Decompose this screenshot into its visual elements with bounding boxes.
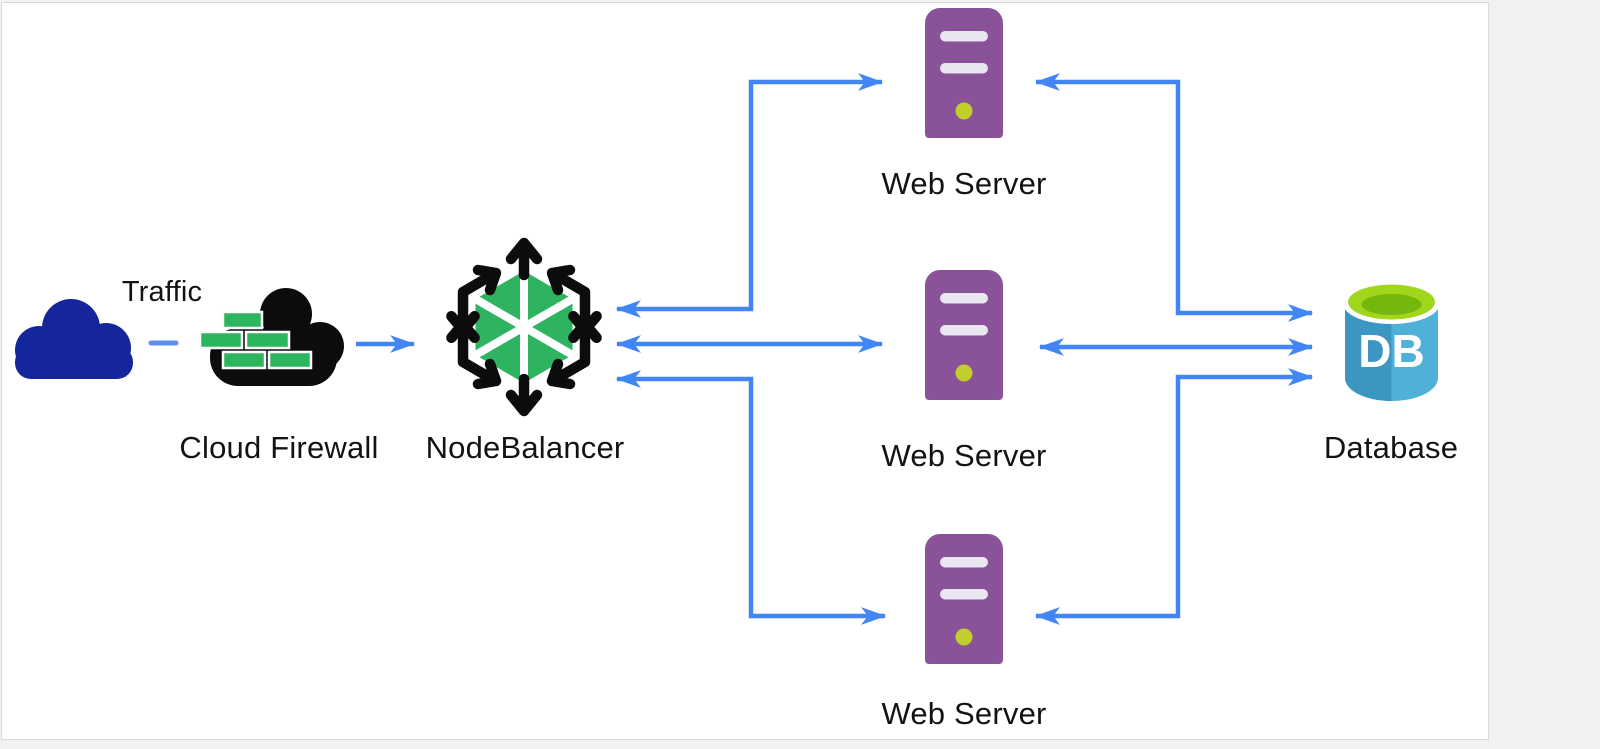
server-icon (925, 8, 1003, 138)
traffic-node (8, 288, 140, 385)
nodebalancer-icon (444, 237, 604, 417)
traffic-label: Traffic (121, 276, 203, 308)
firewall-node (198, 286, 348, 397)
db-badge: DB (1358, 325, 1424, 377)
webserver2-node (925, 270, 1003, 405)
nodebalancer-label: NodeBalancer (425, 430, 625, 465)
webserver2-label: Web Server (881, 438, 1047, 473)
database-label: Database (1323, 430, 1459, 465)
webserver1-label: Web Server (881, 166, 1047, 201)
server-icon (925, 270, 1003, 400)
webserver1-node (925, 8, 1003, 143)
nodebalancer-node (444, 237, 604, 422)
firewall-icon (198, 288, 344, 386)
database-node: DB (1340, 280, 1443, 412)
webserver3-label: Web Server (881, 696, 1047, 731)
server-icon (925, 534, 1003, 664)
webserver3-node (925, 534, 1003, 669)
database-icon: DB (1343, 284, 1440, 401)
traffic-cloud-icon (15, 299, 133, 379)
firewall-label: Cloud Firewall (179, 430, 379, 465)
